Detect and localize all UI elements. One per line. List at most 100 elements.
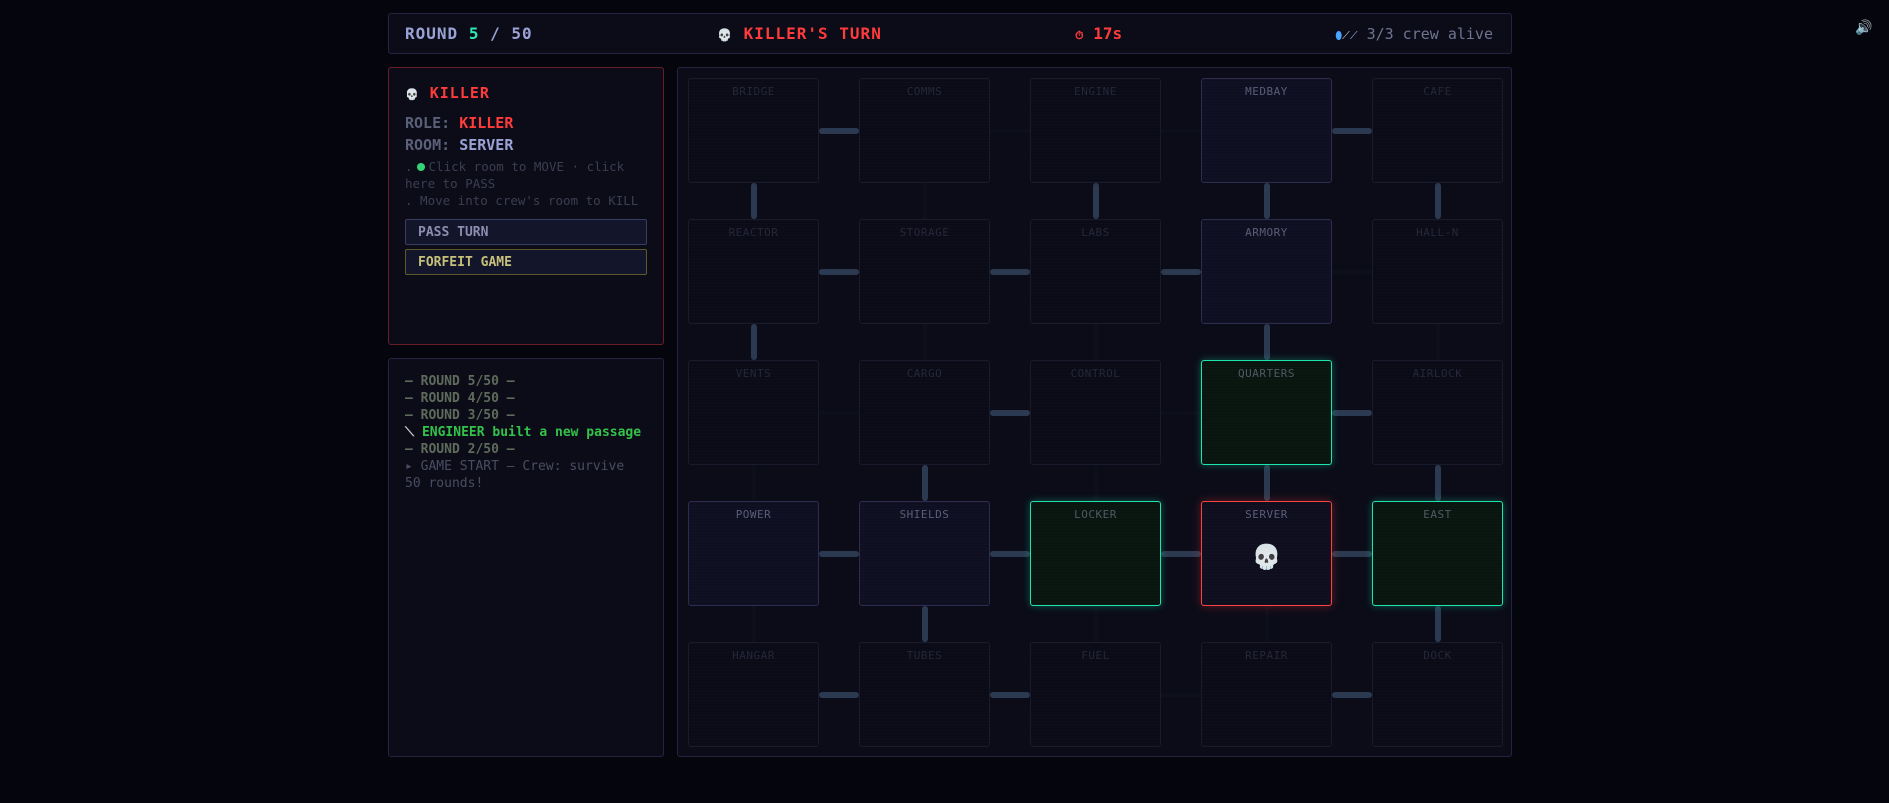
passage-storage-labs <box>990 268 1030 275</box>
room-name: CARGO <box>906 367 943 380</box>
passage-cargo-shields <box>921 465 928 501</box>
room-name: LABS <box>1081 226 1110 239</box>
room-tubes[interactable]: TUBES <box>859 642 990 747</box>
room-name: QUARTERS <box>1238 367 1295 380</box>
passage-bridge-comms <box>819 127 859 134</box>
hint-move-text: Click room to MOVE · click here to PASS <box>405 159 625 191</box>
room-label: ROOM: <box>405 136 451 154</box>
passage-tubes-fuel <box>990 691 1030 698</box>
room-name: REACTOR <box>728 226 779 239</box>
room-name: COMMS <box>906 85 943 98</box>
room-labs[interactable]: LABS <box>1030 219 1161 324</box>
room-name: CONTROL <box>1070 367 1121 380</box>
passage-engine-labs <box>1092 183 1099 219</box>
room-east[interactable]: EAST <box>1372 501 1503 606</box>
room-repair[interactable]: REPAIR <box>1201 642 1332 747</box>
round-label: ROUND <box>405 24 459 43</box>
passage-medbay-cafe <box>1332 127 1372 134</box>
timer-text: 17s <box>1093 24 1123 43</box>
passage-locker-server <box>1161 550 1201 557</box>
room-line: ROOM: SERVER <box>405 136 647 154</box>
role-title: 💀 KILLER <box>405 84 647 102</box>
passage-quarters-server <box>1263 465 1270 501</box>
room-server[interactable]: SERVER 💀 <box>1201 501 1332 606</box>
log-entry: — ROUND 5/50 — <box>405 374 515 389</box>
room-name: STORAGE <box>899 226 950 239</box>
passage-medbay-armory <box>1263 183 1270 219</box>
room-quarters[interactable]: QUARTERS <box>1201 360 1332 465</box>
passage-shields-locker <box>990 550 1030 557</box>
crew-status: ⬮⟋⟋ 3/3 crew alive <box>1335 25 1493 43</box>
log-entry: — ROUND 2/50 — <box>405 442 515 457</box>
room-name: HALL-N <box>1416 226 1459 239</box>
room-comms[interactable]: COMMS <box>859 78 990 183</box>
hint-prefix: . <box>405 159 413 174</box>
room-name: BRIDGE <box>732 85 775 98</box>
room-power[interactable]: POWER <box>688 501 819 606</box>
passage-east-dock <box>1434 606 1441 642</box>
room-shields[interactable]: SHIELDS <box>859 501 990 606</box>
passage-shields-tubes <box>921 606 928 642</box>
room-engine[interactable]: ENGINE <box>1030 78 1161 183</box>
passage-quarters-airlock <box>1332 409 1372 416</box>
room-name: AIRLOCK <box>1412 367 1463 380</box>
skull-icon: 💀 <box>717 28 733 42</box>
room-name: MEDBAY <box>1245 85 1288 98</box>
passage-hangar-tubes <box>819 691 859 698</box>
passage-cargo-control <box>990 409 1030 416</box>
turn-timer: ⏱ 17s <box>1075 24 1122 43</box>
room-vents[interactable]: VENTS <box>688 360 819 465</box>
room-name: REPAIR <box>1245 649 1288 662</box>
status-bar: ROUND 5 / 50 💀 KILLER'S TURN ⏱ 17s ⬮⟋⟋ 3… <box>388 13 1512 54</box>
room-hall-n[interactable]: HALL-N <box>1372 219 1503 324</box>
event-log: — ROUND 5/50 — — ROUND 4/50 — — ROUND 3/… <box>388 358 664 757</box>
room-airlock[interactable]: AIRLOCK <box>1372 360 1503 465</box>
role-label: ROLE: <box>405 114 451 132</box>
room-hangar[interactable]: HANGAR <box>688 642 819 747</box>
room-name: ARMORY <box>1245 226 1288 239</box>
passage-airlock-east <box>1434 465 1441 501</box>
log-entry-text: ENGINEER built a new passage <box>421 425 642 440</box>
room-storage[interactable]: STORAGE <box>859 219 990 324</box>
stopwatch-icon: ⏱ <box>1075 29 1084 42</box>
forfeit-game-button[interactable]: FORFEIT GAME <box>405 249 647 275</box>
passage-reactor-storage <box>819 268 859 275</box>
pass-turn-button[interactable]: PASS TURN <box>405 219 647 245</box>
kill-hint: . Move into crew's room to KILL <box>405 193 639 208</box>
room-name: FUEL <box>1081 649 1110 662</box>
green-dot-icon <box>416 163 425 171</box>
room-name: VENTS <box>735 367 772 380</box>
room-cargo[interactable]: CARGO <box>859 360 990 465</box>
room-dock[interactable]: DOCK <box>1372 642 1503 747</box>
passage-repair-dock <box>1332 691 1372 698</box>
room-control[interactable]: CONTROL <box>1030 360 1161 465</box>
passage-server-east <box>1332 550 1372 557</box>
passage-armory-quarters <box>1263 324 1270 360</box>
passage-power-shields <box>819 550 859 557</box>
room-fuel[interactable]: FUEL <box>1030 642 1161 747</box>
room-medbay[interactable]: MEDBAY <box>1201 78 1332 183</box>
shield-icon: ⬮ <box>1335 28 1343 42</box>
passage-reactor-vents <box>750 324 757 360</box>
speaker-icon[interactable]: 🔊 <box>1855 20 1873 36</box>
crew-alive-text: 3/3 crew alive <box>1366 24 1493 43</box>
room-name: SERVER <box>1245 508 1288 521</box>
room-name: ENGINE <box>1074 85 1117 98</box>
ship-map: BRIDGE COMMS ENGINE MEDBAY CAFE REACTOR STORAG… <box>677 67 1512 757</box>
room-bridge[interactable]: BRIDGE <box>688 78 819 183</box>
role-value: KILLER <box>459 114 514 132</box>
log-entry: ▸ GAME START — Crew: survive 50 rounds! <box>405 459 625 491</box>
round-total: 50 <box>511 24 533 43</box>
log-entry: — ROUND 4/50 — <box>405 391 515 406</box>
skull-icon: 💀 <box>405 88 420 101</box>
syringe-icon: ⟋ <box>1349 28 1358 42</box>
room-name: SHIELDS <box>899 508 950 521</box>
room-locker[interactable]: LOCKER <box>1030 501 1161 606</box>
room-value: SERVER <box>459 136 514 154</box>
turn-text: KILLER'S TURN <box>743 24 882 43</box>
room-cafe[interactable]: CAFE <box>1372 78 1503 183</box>
room-armory[interactable]: ARMORY <box>1201 219 1332 324</box>
room-reactor[interactable]: REACTOR <box>688 219 819 324</box>
role-panel[interactable]: 💀 KILLER ROLE: KILLER ROOM: SERVER .Clic… <box>388 67 664 345</box>
killer-skull-icon: 💀 <box>1251 542 1282 571</box>
